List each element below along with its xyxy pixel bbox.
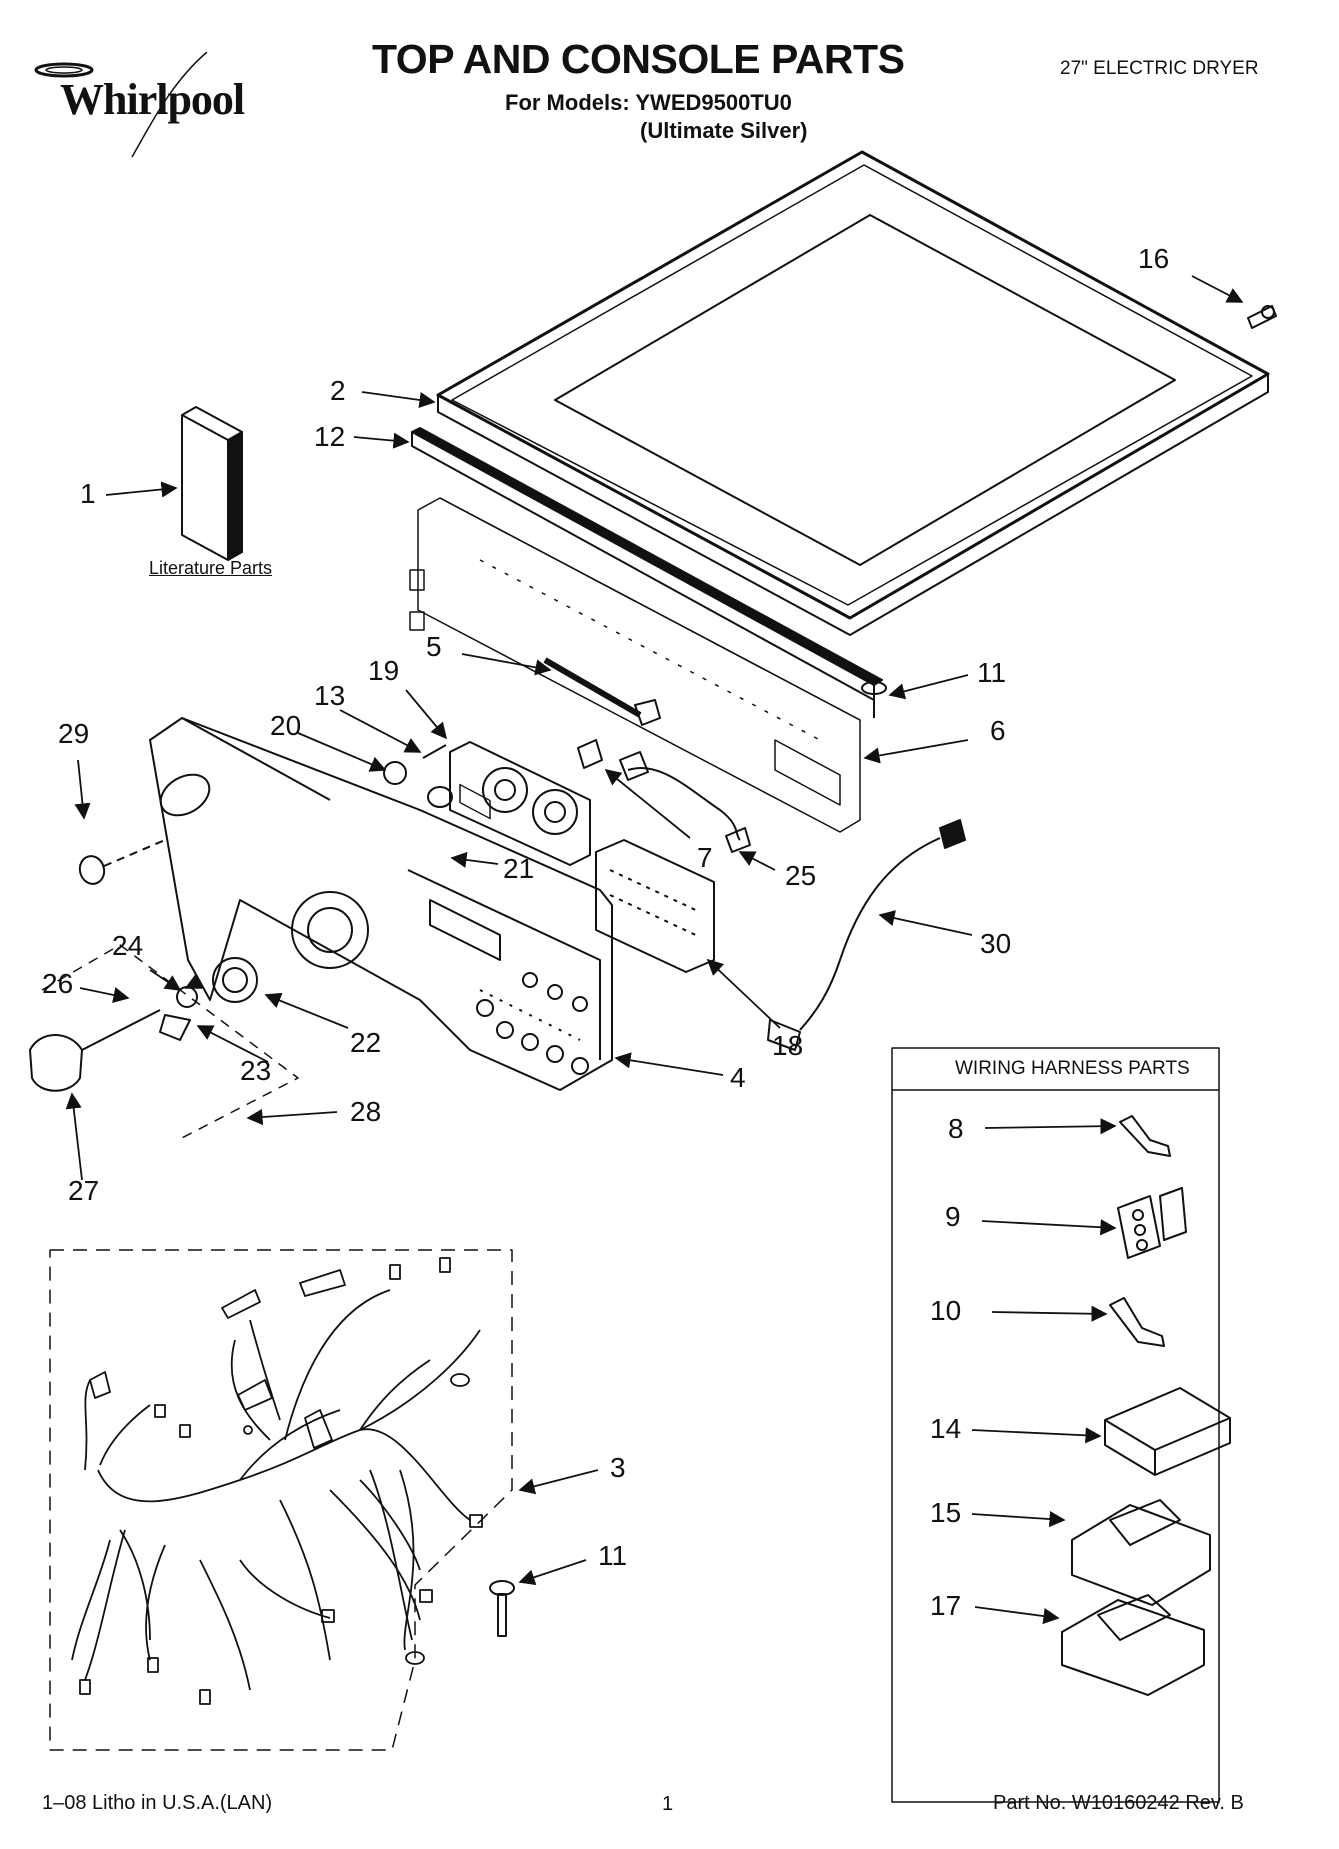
callout-22: 22 (350, 1027, 382, 1058)
callout-24: 24 (112, 930, 144, 961)
wire-harness-part-30 (767, 819, 966, 1051)
models-color: (Ultimate Silver) (640, 118, 808, 143)
bracket-part (577, 739, 603, 769)
connector-part-14 (1104, 1387, 1231, 1476)
screw-part-16 (1247, 305, 1277, 329)
connector-cable-part (619, 751, 751, 853)
knob-part (29, 1009, 161, 1092)
literature-parts-label: Literature Parts (149, 558, 273, 578)
knob-kit-outline (41, 944, 299, 1141)
callout-16: 16 (1138, 243, 1170, 274)
callout-1: 1 (80, 478, 96, 509)
front-strip-part (411, 427, 883, 701)
wire-tie-part (543, 657, 661, 726)
console-housing-part (149, 717, 613, 1091)
control-board-part (449, 741, 591, 866)
callout-26: 26 (42, 968, 74, 999)
terminal-part-8 (1119, 1115, 1171, 1157)
callout-17: 17 (930, 1590, 962, 1621)
console-bracket-part (409, 497, 861, 833)
callout-11-lower: 11 (598, 1540, 628, 1571)
screw-part-11-lower (489, 1580, 515, 1637)
callout-7: 7 (697, 842, 713, 873)
callout-18: 18 (772, 1030, 804, 1061)
brand-name: Whirlpool (60, 75, 245, 124)
callout-2: 2 (330, 375, 346, 406)
callout-20: 20 (270, 710, 302, 741)
callout-19: 19 (368, 655, 400, 686)
top-panel-part (436, 150, 1270, 636)
callout-15: 15 (930, 1497, 962, 1528)
connector-housing-part-17 (1061, 1594, 1205, 1696)
callout-14: 14 (930, 1413, 962, 1444)
callout-12: 12 (314, 421, 346, 452)
connector-housing-part-15 (1071, 1499, 1211, 1606)
product-name: 27" ELECTRIC DRYER (1060, 58, 1259, 79)
callout-28: 28 (350, 1096, 382, 1127)
wiring-harness-box (891, 1047, 1220, 1803)
terminal-part-10 (1109, 1297, 1165, 1347)
callout-5: 5 (426, 631, 442, 662)
wiring-harness-title: WIRING HARNESS PARTS (955, 1058, 1190, 1079)
footer-page-number: 1 (662, 1793, 674, 1815)
callout-29: 29 (58, 718, 90, 749)
callout-30: 30 (980, 928, 1012, 959)
callout-6: 6 (990, 715, 1006, 746)
logo-swoosh-icon (34, 52, 208, 158)
callout-10: 10 (930, 1295, 962, 1326)
callout-27: 27 (68, 1175, 100, 1206)
callout-8: 8 (948, 1113, 964, 1144)
leader-arrows (65, 275, 1244, 1625)
page-title: TOP AND CONSOLE PARTS (372, 36, 905, 82)
main-wire-harness-part (49, 1249, 513, 1751)
callout-11-upper: 11 (977, 657, 1007, 688)
callout-13: 13 (314, 680, 346, 711)
footer-part-number: Part No. W10160242 Rev. B (993, 1792, 1244, 1814)
callout-4: 4 (730, 1062, 746, 1093)
literature-part (181, 406, 243, 561)
callout-9: 9 (945, 1201, 961, 1232)
encoder-parts (159, 744, 453, 1041)
callout-25: 25 (785, 860, 817, 891)
callout-23: 23 (240, 1055, 272, 1086)
dial-part (78, 839, 166, 885)
connector-part-9 (1117, 1187, 1187, 1259)
footer-litho: 1–08 Litho in U.S.A.(LAN) (42, 1792, 273, 1814)
models-label: For Models: YWED9500TU0 (505, 90, 792, 115)
screw-part-11-upper (861, 681, 887, 718)
callout-21: 21 (503, 853, 535, 884)
callout-3: 3 (610, 1452, 626, 1483)
brand-logo: Whirlpool (22, 52, 272, 162)
